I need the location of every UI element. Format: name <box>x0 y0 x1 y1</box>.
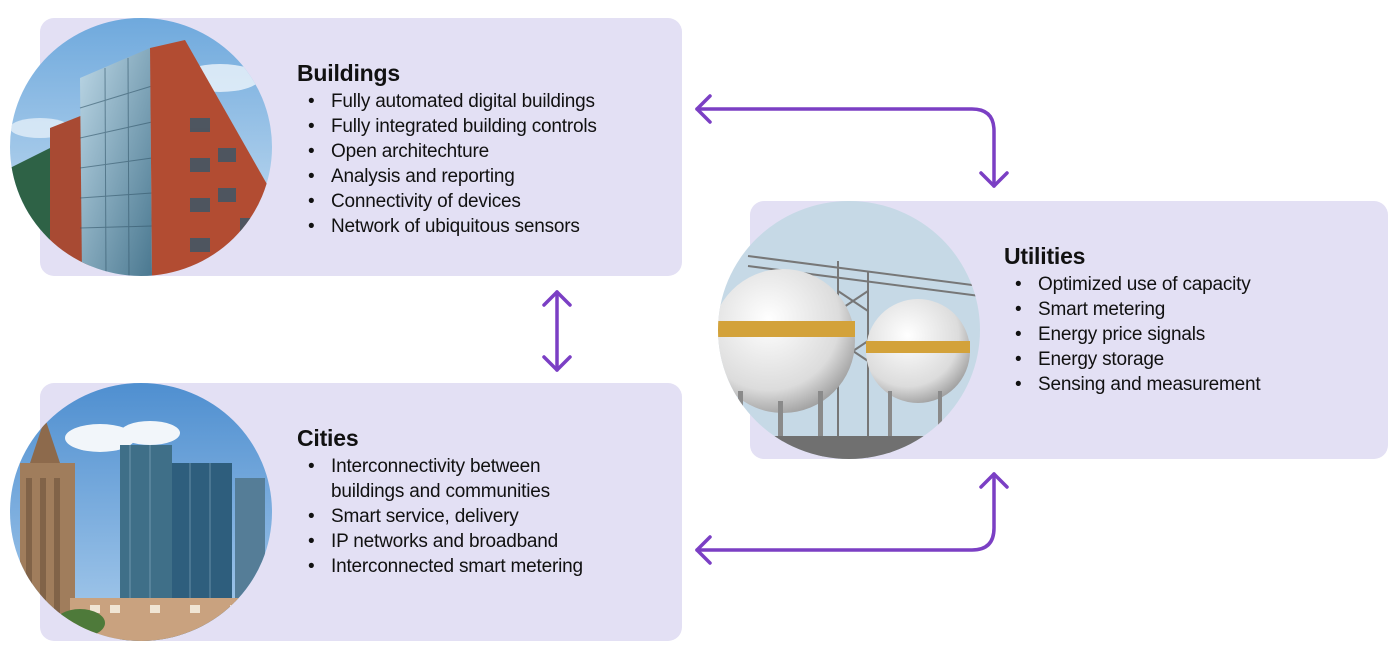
up-arrowhead-icon <box>542 290 572 307</box>
cities-arrowhead-icon <box>695 535 712 565</box>
cities-photo <box>10 383 272 641</box>
list-item: Fully integrated building controls <box>297 114 597 139</box>
list-item: Sensing and measurement <box>1004 372 1261 397</box>
list-item: Analysis and reporting <box>297 164 597 189</box>
list-item: IP networks and broadband <box>297 529 577 554</box>
list-item: Smart service, delivery <box>297 504 577 529</box>
list-item: Connectivity of devices <box>297 189 597 214</box>
utilities-photo <box>718 201 980 459</box>
list-item: Interconnected smart metering <box>297 554 583 579</box>
cities-title: Cities <box>297 425 359 451</box>
cities-list: Interconnectivity between buildings and … <box>297 454 583 579</box>
buildings-list: Fully automated digital buildings Fully … <box>297 89 597 239</box>
list-item: Energy storage <box>1004 347 1260 372</box>
list-item: Network of ubiquitous sensors <box>297 214 597 239</box>
list-item: Optimized use of capacity <box>1004 272 1260 297</box>
buildings-title: Buildings <box>297 60 400 86</box>
utilities-title: Utilities <box>1004 243 1086 269</box>
utilities-content: Utilities Optimized use of capacity Smar… <box>1004 243 1261 397</box>
cities-content: Cities Interconnectivity between buildin… <box>297 425 583 579</box>
utilities-down-arrowhead-icon <box>979 171 1009 188</box>
buildings-utilities-connector <box>695 107 996 188</box>
list-item: Open architechture <box>297 139 597 164</box>
list-item: Interconnectivity between buildings and … <box>297 454 577 504</box>
down-arrowhead-icon <box>542 355 572 372</box>
list-item: Energy price signals <box>1004 322 1260 347</box>
utilities-up-arrowhead-icon <box>979 472 1009 489</box>
cities-utilities-connector <box>695 472 996 552</box>
buildings-arrowhead-icon <box>695 94 712 124</box>
list-item: Smart metering <box>1004 297 1260 322</box>
utilities-list: Optimized use of capacity Smart metering… <box>1004 272 1261 397</box>
buildings-photo <box>10 18 272 276</box>
list-item: Fully automated digital buildings <box>297 89 597 114</box>
buildings-content: Buildings Fully automated digital buildi… <box>297 60 597 239</box>
